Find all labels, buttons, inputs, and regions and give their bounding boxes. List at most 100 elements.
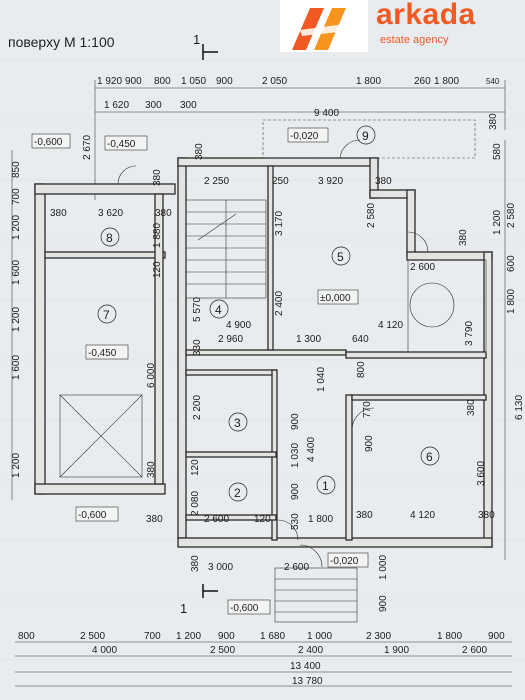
dim-380c: 380 bbox=[155, 208, 172, 219]
room-5: 5 bbox=[337, 250, 344, 264]
level-5: -0,600 bbox=[78, 510, 107, 521]
plan-title: поверху М 1:100 bbox=[8, 34, 115, 50]
room-2: 2 bbox=[234, 486, 241, 500]
room-9: 9 bbox=[362, 129, 369, 143]
dim-top1-3: 1 050 bbox=[181, 76, 206, 87]
dim-bot1-3: 1 200 bbox=[176, 631, 201, 642]
dim-left-4: 1 200 bbox=[11, 307, 22, 332]
arkada-logo: arkada estate agency bbox=[280, 0, 525, 52]
dim-1030: 1 030 bbox=[290, 443, 301, 468]
level-7: -0,600 bbox=[230, 603, 259, 614]
dim-bot1-7: 2 300 bbox=[366, 631, 391, 642]
dim-2250: 2 250 bbox=[204, 176, 229, 187]
dim-top1-5: 2 050 bbox=[262, 76, 287, 87]
dim-1040: 1 040 bbox=[316, 367, 327, 392]
dim-right-5: 6 130 bbox=[514, 395, 525, 420]
dim-2580: 2 580 bbox=[366, 203, 377, 228]
terrace-outline bbox=[262, 119, 487, 353]
dim-2600c: 2 600 bbox=[284, 562, 309, 573]
dim-right-1: 2 580 bbox=[506, 203, 517, 228]
room-3: 3 bbox=[234, 416, 241, 430]
dim-4400: 4 400 bbox=[306, 437, 317, 462]
dim-3620: 3 620 bbox=[98, 208, 123, 219]
dim-bot1-9: 900 bbox=[488, 631, 505, 642]
dim-bot1-0: 800 bbox=[18, 631, 35, 642]
dim-top1-2: 800 bbox=[154, 76, 171, 87]
dim-380a: 380 bbox=[194, 143, 205, 160]
dim-2600b: 2 600 bbox=[204, 514, 229, 525]
dim-900d: 900 bbox=[378, 595, 389, 612]
left-dims: 850 700 1 200 1 600 1 200 1 600 1 200 bbox=[11, 161, 22, 478]
level-4: -0,450 bbox=[88, 348, 117, 359]
dim-900b: 900 bbox=[364, 435, 375, 452]
dim-380e: 380 bbox=[152, 169, 163, 186]
top-dimension-lines bbox=[94, 80, 506, 200]
dim-250: 250 bbox=[272, 176, 289, 187]
dim-380h: 380 bbox=[356, 510, 373, 521]
dim-2600a: 2 600 bbox=[410, 262, 435, 273]
section-marks: 1 1 bbox=[180, 32, 218, 616]
dim-380m: 380 bbox=[488, 113, 499, 130]
dim-left-3: 1 600 bbox=[11, 260, 22, 285]
dim-right-4: 1 800 bbox=[506, 289, 517, 314]
dim-bot2-2: 2 400 bbox=[298, 645, 323, 656]
background-grid bbox=[0, 59, 525, 661]
dim-5570: 5 570 bbox=[192, 297, 203, 322]
brand-name: arkada bbox=[376, 0, 476, 31]
level-6: -0,020 bbox=[330, 556, 359, 567]
section-mark-top: 1 bbox=[193, 32, 200, 47]
dim-3170: 3 170 bbox=[274, 211, 285, 236]
dim-bot2-3: 1 900 bbox=[384, 645, 409, 656]
garage-pit bbox=[59, 394, 143, 478]
level-2: -0,020 bbox=[290, 131, 319, 142]
arkada-logo-mark-icon bbox=[280, 0, 368, 52]
level-3: ±0,000 bbox=[320, 293, 351, 304]
dim-380d: 380 bbox=[50, 208, 67, 219]
dim-6000: 6 000 bbox=[146, 363, 157, 388]
dim-top2-1: 300 bbox=[145, 100, 162, 111]
dim-right-2: 1 200 bbox=[492, 210, 503, 235]
dim-640: 640 bbox=[352, 334, 369, 345]
dim-top2-2: 300 bbox=[180, 100, 197, 111]
dim-left-0: 850 bbox=[11, 161, 22, 178]
dim-4120b: 4 120 bbox=[410, 510, 435, 521]
bottom-dims-row2: 4 000 2 500 2 400 1 900 2 600 bbox=[92, 645, 487, 656]
dim-380k: 380 bbox=[146, 514, 163, 525]
dim-left-1: 700 bbox=[11, 188, 22, 205]
right-dims: 580 2 580 1 200 600 1 800 6 130 bbox=[492, 143, 525, 420]
dim-3790: 3 790 bbox=[464, 321, 475, 346]
dim-1300: 1 300 bbox=[296, 334, 321, 345]
dim-120b: 120 bbox=[190, 459, 201, 476]
dim-1000: 1 000 bbox=[378, 555, 389, 580]
dim-left-6: 1 200 bbox=[11, 453, 22, 478]
room-4: 4 bbox=[215, 303, 222, 317]
bottom-dimension-lines bbox=[15, 641, 512, 687]
inner-dims-horizontal: 2 250 250 3 920 380 380 3 620 380 2 600 … bbox=[50, 176, 495, 573]
dim-120c: 120 bbox=[254, 514, 271, 525]
section-mark-bottom: 1 bbox=[180, 601, 187, 616]
dim-left-5: 1 600 bbox=[11, 355, 22, 380]
room-numbers: 9 8 5 4 7 3 6 2 1 bbox=[97, 125, 440, 502]
dim-top2-0: 1 620 bbox=[104, 100, 129, 111]
dim-bot2-4: 2 600 bbox=[462, 645, 487, 656]
side-dimension-lines bbox=[11, 140, 506, 560]
dim-380b: 380 bbox=[375, 176, 392, 187]
dim-770: 770 bbox=[362, 401, 373, 418]
dim-bot2-1: 2 500 bbox=[210, 645, 235, 656]
dim-900a: 900 bbox=[290, 413, 301, 430]
dim-bot1-6: 1 000 bbox=[307, 631, 332, 642]
dim-2200: 2 200 bbox=[192, 395, 203, 420]
dim-2080: 2 080 bbox=[190, 491, 201, 516]
room-8: 8 bbox=[106, 231, 113, 245]
dim-bot1-8: 1 800 bbox=[437, 631, 462, 642]
dim-top1-1: 900 bbox=[125, 76, 142, 87]
dim-top1-8: 1 800 bbox=[434, 76, 459, 87]
dim-bot2-0: 4 000 bbox=[92, 645, 117, 656]
bottom-dims-row1: 800 2 500 700 1 200 900 1 680 1 000 2 30… bbox=[18, 631, 505, 642]
dim-120a: 120 bbox=[152, 261, 163, 278]
dim-bot1-1: 2 500 bbox=[80, 631, 105, 642]
dim-top1-9: 540 bbox=[486, 77, 500, 86]
dim-top1-4: 900 bbox=[216, 76, 233, 87]
dim-left-2: 1 200 bbox=[11, 215, 22, 240]
level-marks: -0,600 -0,450 -0,020 ±0,000 -0,450 -0,60… bbox=[31, 127, 369, 615]
